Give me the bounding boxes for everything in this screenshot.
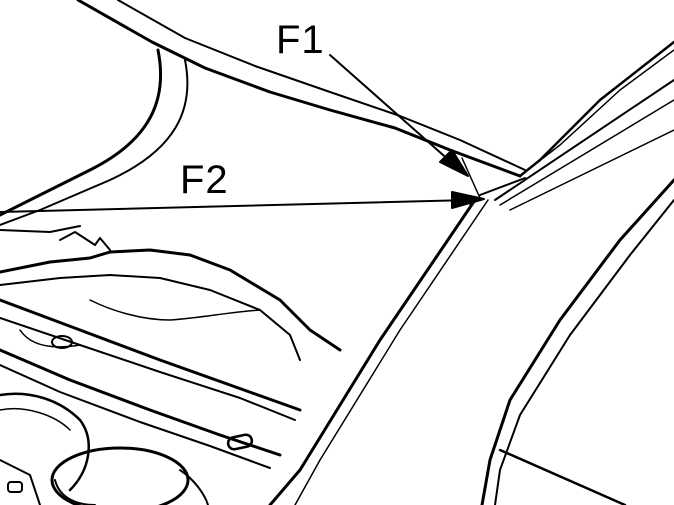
- pointer-arrows: [0, 54, 485, 213]
- callout-label-f1: F1: [276, 18, 325, 62]
- f1-leader-line: [329, 54, 461, 171]
- body-curves-right: [480, 178, 674, 505]
- f1-arrowhead: [439, 149, 469, 177]
- a-pillar: [268, 79, 674, 505]
- f2-arrowhead: [451, 191, 485, 209]
- lower-console: [0, 392, 254, 505]
- callout-label-f2: F2: [180, 158, 229, 202]
- upper-frame: [76, 0, 674, 196]
- f2-leader-line: [0, 199, 471, 213]
- interior-left: [0, 48, 189, 233]
- dashboard-tray: [0, 231, 342, 469]
